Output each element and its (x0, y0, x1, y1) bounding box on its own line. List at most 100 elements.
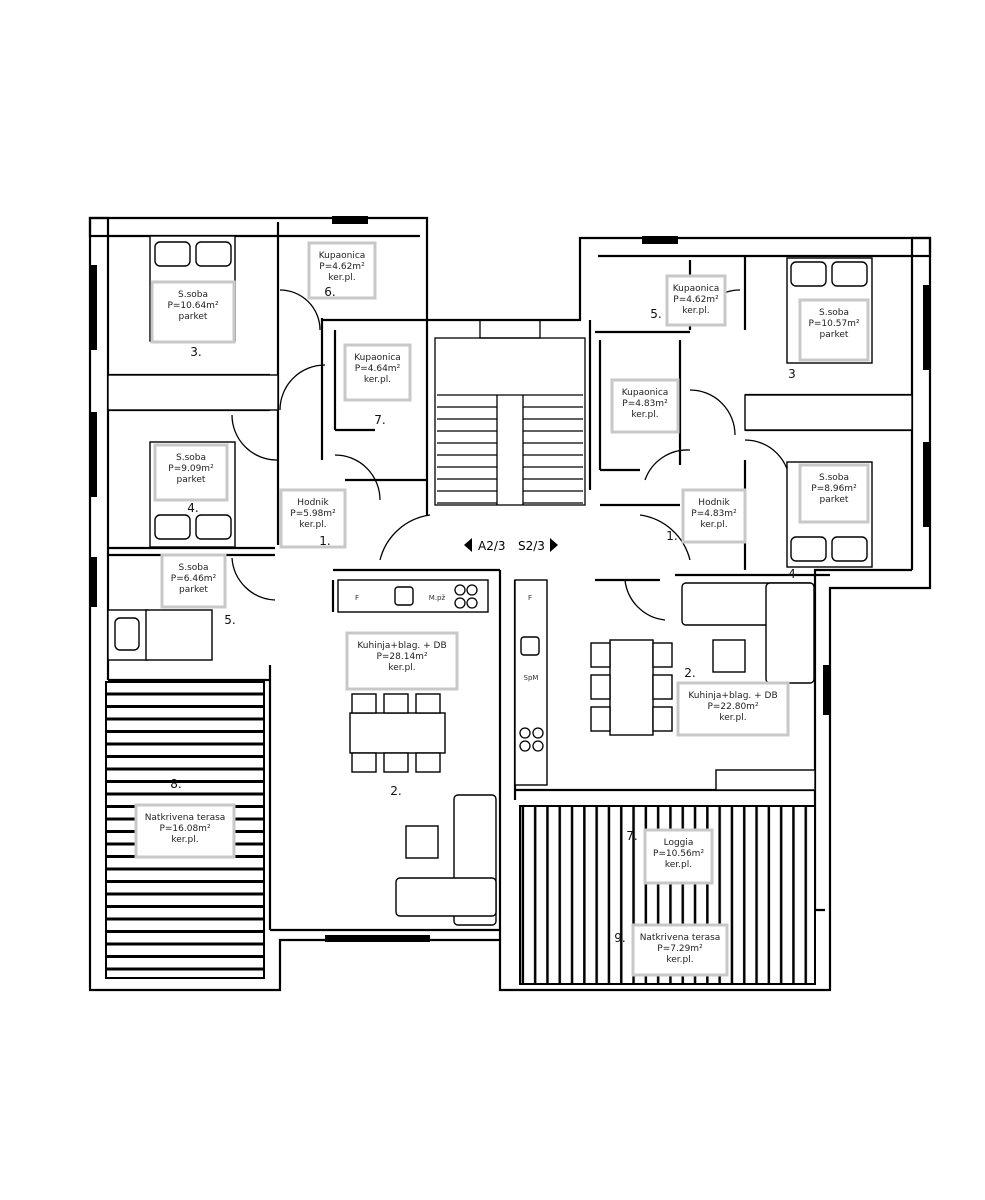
room-number: 1. (666, 529, 677, 543)
room-number: 5. (224, 613, 235, 627)
room-floor: parket (820, 330, 849, 340)
room-name: Natkrivena terasa (640, 933, 721, 943)
room-number: 7. (626, 829, 637, 843)
room-floor: ker.pl. (171, 835, 198, 845)
room-number: 4 (788, 567, 796, 581)
room-label-frame (307, 241, 377, 300)
room-number: 2. (390, 784, 401, 798)
room-number: 7. (374, 413, 385, 427)
room-area: P=9.09m² (168, 464, 214, 474)
room-number: 3 (788, 367, 796, 381)
room-label-frame (343, 343, 412, 402)
room-floor: ker.pl. (719, 713, 746, 723)
room-name: S.soba (179, 563, 209, 573)
room-area: P=4.83m² (622, 399, 668, 409)
stair-label-right: S2/3 (518, 539, 545, 553)
room-number: 3. (190, 345, 201, 359)
room-area: P=5.98m² (290, 509, 336, 519)
room-floor: ker.pl. (682, 306, 709, 316)
room-floor: parket (179, 312, 208, 322)
staircase: A2/3 S2/3 (379, 319, 691, 561)
room-name: Kuhinja+blag. + DB (688, 691, 777, 701)
room-label-frame (160, 553, 227, 609)
room-floor: parket (177, 475, 206, 485)
room-label-frame (345, 631, 459, 691)
fridge-label: F (355, 594, 359, 602)
room-area: P=16.08m² (159, 824, 211, 834)
room-floor: ker.pl. (364, 375, 391, 385)
room-label-frame (676, 681, 790, 737)
room-label-frame (798, 463, 870, 524)
room-floor: ker.pl. (631, 410, 658, 420)
room-name: Kupaonica (319, 251, 366, 261)
room-area: P=6.46m² (171, 574, 217, 584)
room-floor: ker.pl. (388, 663, 415, 673)
room-name: S.soba (178, 290, 208, 300)
room-area: P=4.62m² (673, 295, 719, 305)
room-label-frame (153, 443, 229, 502)
room-label-frame (279, 488, 347, 549)
dishwasher-label: M.pž (429, 594, 446, 602)
room-area: P=4.62m² (319, 262, 365, 272)
room-name: Kupaonica (622, 388, 669, 398)
room-number: 5. (650, 307, 661, 321)
room-name: Hodnik (297, 498, 329, 508)
room-floor: ker.pl. (666, 955, 693, 965)
room-floor: ker.pl. (328, 273, 355, 283)
room-labels: S.sobaP=10.64m²parket3.KupaonicaP=4.62m²… (134, 241, 870, 977)
room-name: S.soba (176, 453, 206, 463)
room-label-frame (643, 828, 714, 885)
room-name: Loggia (664, 838, 694, 848)
room-floor: ker.pl. (665, 860, 692, 870)
room-area: P=22.80m² (707, 702, 759, 712)
room-floor: ker.pl. (299, 520, 326, 530)
room-name: Kupaonica (673, 284, 720, 294)
room-name: S.soba (819, 308, 849, 318)
room-number: 1. (319, 534, 330, 548)
room-area: P=8.96m² (811, 484, 857, 494)
room-number: 4. (187, 501, 198, 515)
room-floor: ker.pl. (700, 520, 727, 530)
room-number: 2. (684, 666, 695, 680)
room-name: Kuhinja+blag. + DB (357, 641, 446, 651)
room-floor: parket (179, 585, 208, 595)
room-area: P=7.29m² (657, 944, 703, 954)
room-name: Natkrivena terasa (145, 813, 226, 823)
room-number: 9. (614, 931, 625, 945)
room-label-frame (150, 280, 236, 344)
room-area: P=28.14m² (376, 652, 428, 662)
room-floor: parket (820, 495, 849, 505)
room-name: Hodnik (698, 498, 730, 508)
room-number: 6. (324, 285, 335, 299)
exterior-walls (88, 216, 932, 992)
room-name: Kupaonica (354, 353, 401, 363)
doors (231, 289, 791, 621)
room-label-frame (610, 378, 680, 434)
fridge-label-right: F (528, 594, 532, 602)
room-name: S.soba (819, 473, 849, 483)
room-area: P=10.56m² (653, 849, 705, 859)
washer-label: SpM (524, 674, 539, 682)
room-area: P=4.64m² (355, 364, 401, 374)
room-area: P=4.83m² (691, 509, 737, 519)
room-label-frame (631, 923, 729, 977)
room-label-frame (665, 274, 727, 327)
room-area: P=10.57m² (808, 319, 860, 329)
room-number: 8. (170, 777, 181, 791)
